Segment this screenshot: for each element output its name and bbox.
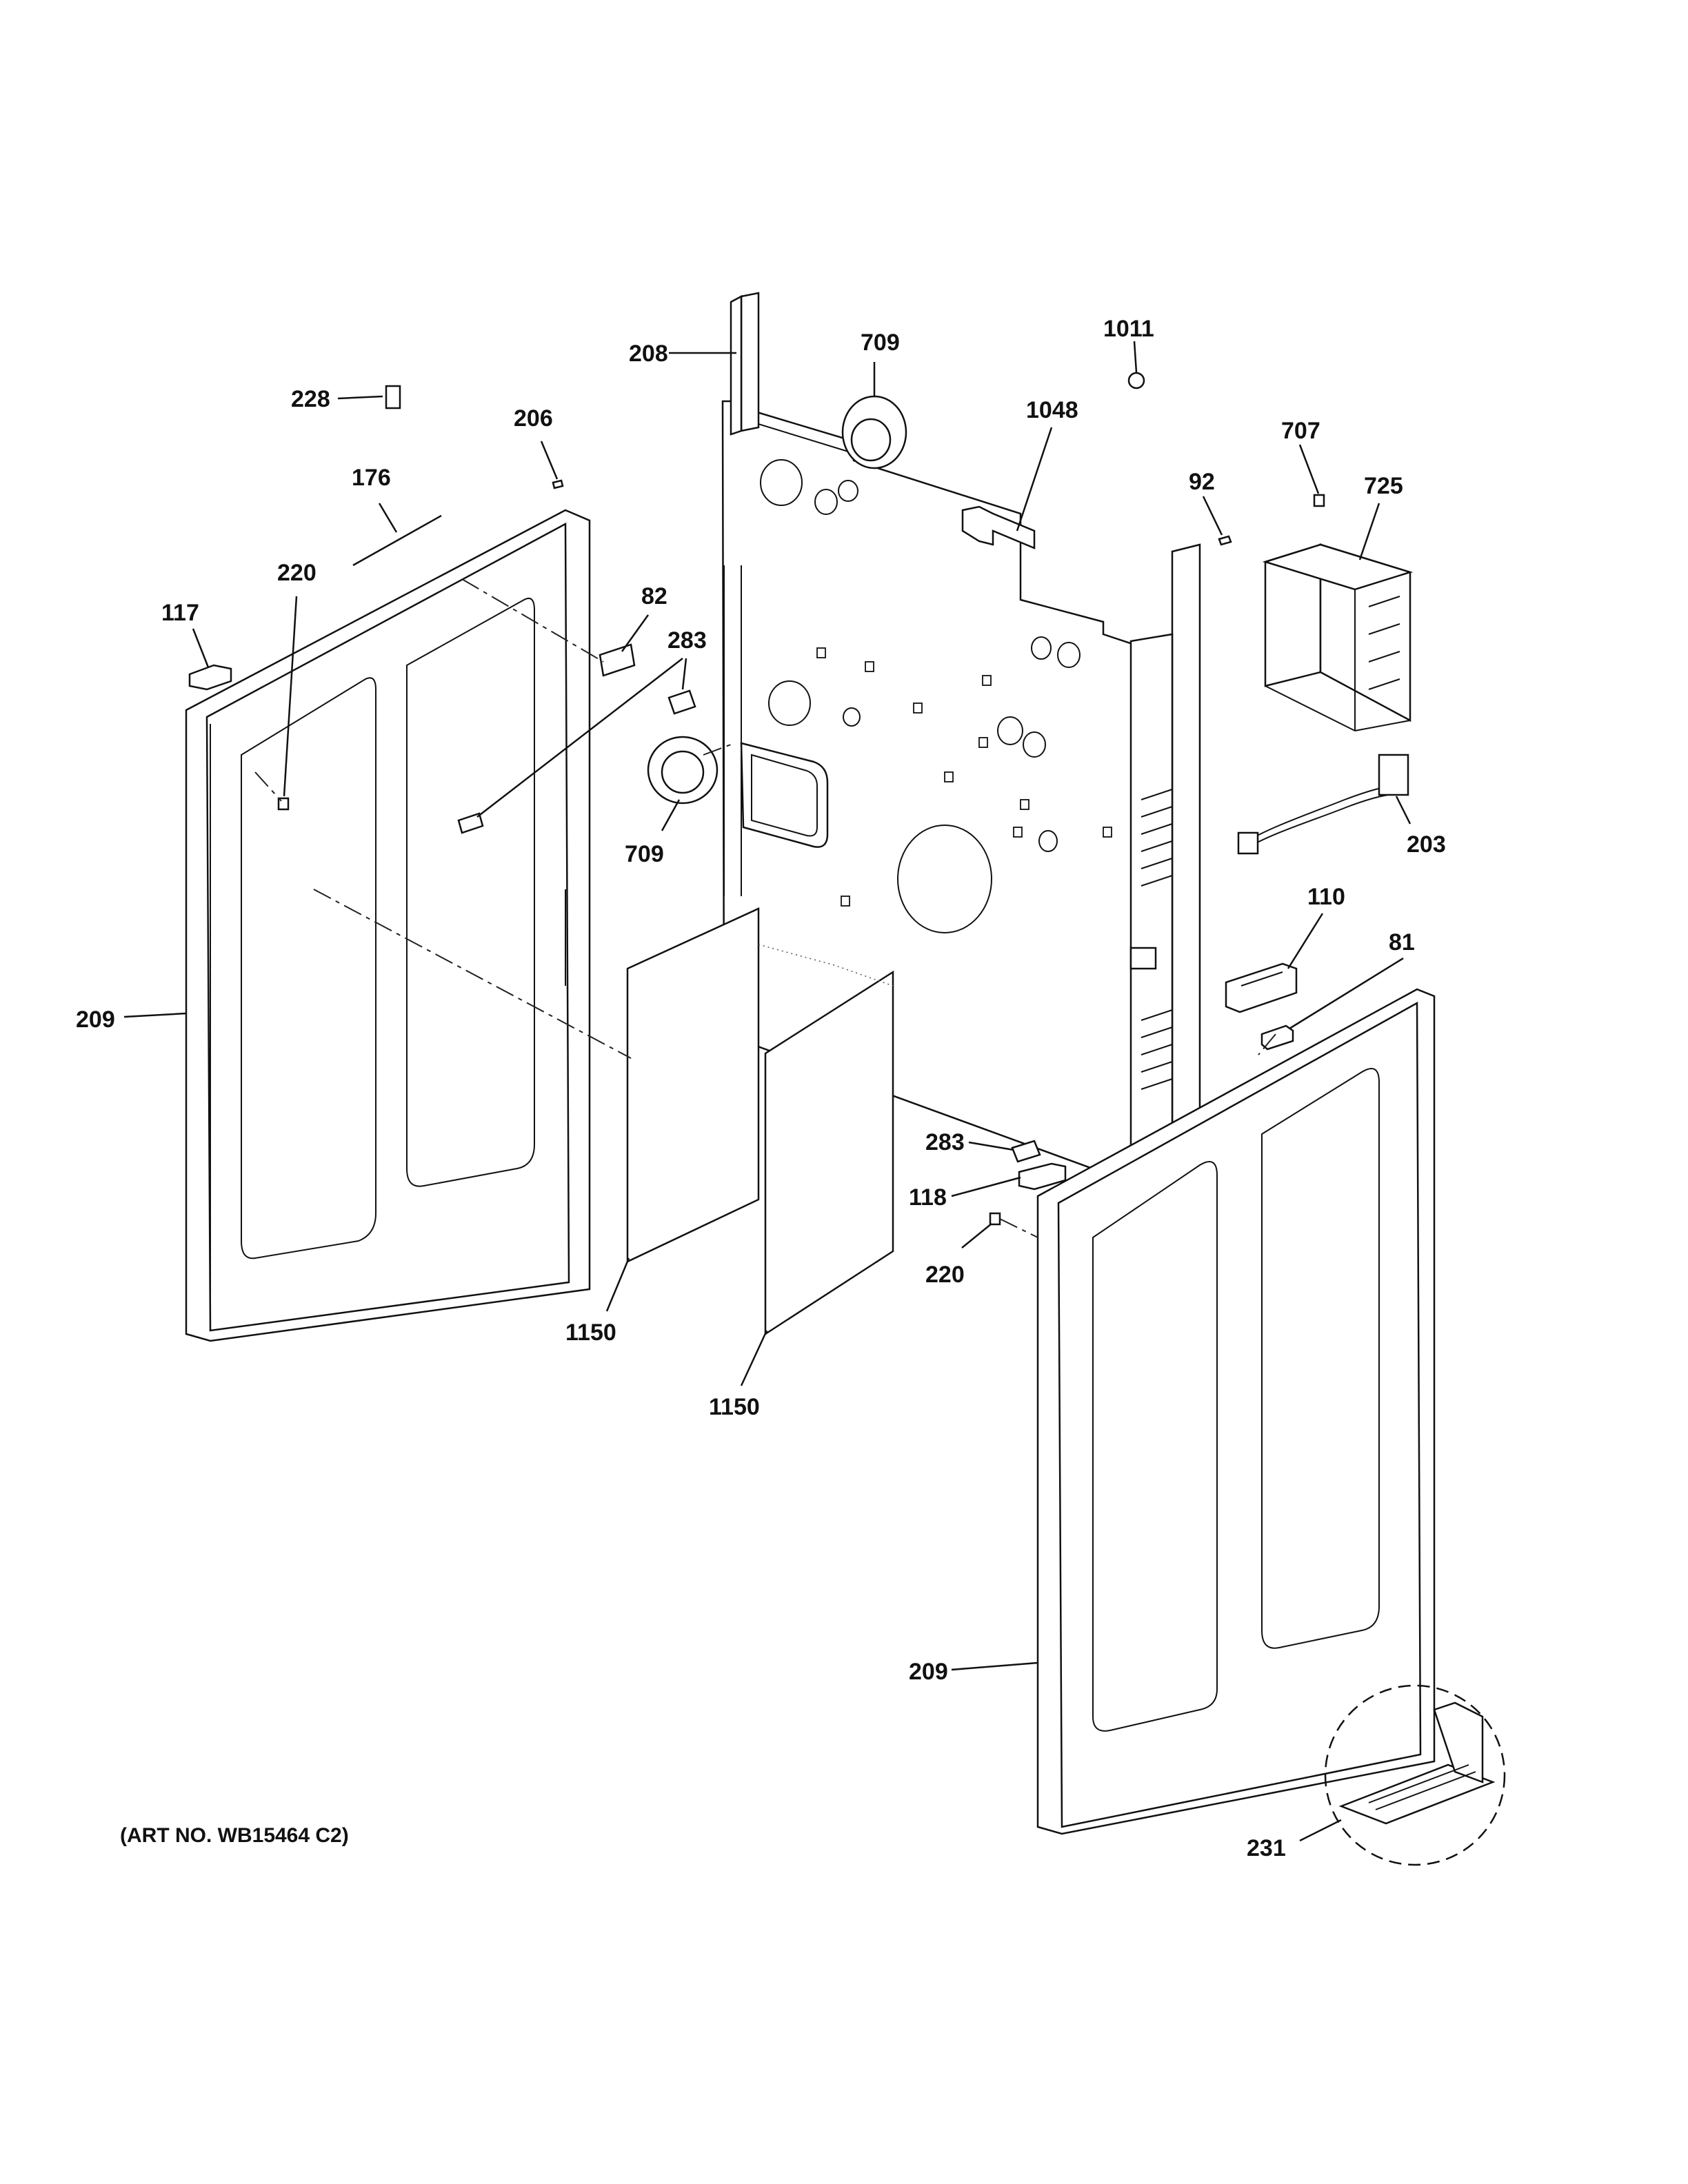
- part-220-nut-right: [989, 1212, 1001, 1226]
- callout-92: 92: [1189, 469, 1215, 495]
- callout-209-right: 209: [909, 1659, 948, 1685]
- callout-725: 725: [1364, 473, 1403, 499]
- callout-labels: 208 709 1011 228 206 1048 707 92 725 176…: [76, 316, 1446, 1861]
- callout-1011: 1011: [1103, 316, 1154, 342]
- back-panel: [721, 400, 1201, 1173]
- right-louvers: [1141, 789, 1173, 1090]
- part-92-screw: [1218, 535, 1232, 546]
- callout-206: 206: [514, 405, 553, 432]
- part-1048-bracket: [961, 505, 1036, 549]
- callout-110: 110: [1307, 884, 1345, 910]
- part-176-rod: [352, 514, 442, 567]
- callout-709-lower: 709: [625, 841, 664, 867]
- part-118-hinge: [1018, 1162, 1067, 1191]
- callout-709-upper: 709: [861, 330, 900, 356]
- part-283-clip-b: [457, 812, 484, 834]
- part-725-cage: [1262, 543, 1414, 731]
- callout-1150-a: 1150: [565, 1320, 616, 1346]
- part-709-lower: [647, 736, 719, 805]
- callout-81: 81: [1389, 929, 1415, 956]
- callout-208: 208: [629, 341, 668, 367]
- callout-118: 118: [909, 1184, 947, 1211]
- callout-220-lower: 220: [925, 1262, 965, 1288]
- part-707-nut: [1313, 494, 1325, 507]
- callout-283-upper: 283: [667, 627, 707, 654]
- callout-117: 117: [161, 600, 199, 626]
- part-283-clip-c: [1011, 1140, 1041, 1163]
- callout-228: 228: [291, 386, 330, 412]
- alignment-lines: [254, 578, 1276, 1238]
- leader-lines: [123, 341, 1411, 1842]
- callout-220-upper: 220: [277, 560, 316, 586]
- callout-1150-b: 1150: [709, 1394, 760, 1420]
- part-82-bracket: [599, 643, 636, 677]
- part-117-hinge: [188, 664, 232, 691]
- callout-203: 203: [1407, 831, 1446, 858]
- art-number: (ART NO. WB15464 C2): [120, 1824, 349, 1847]
- part-1150-pad-a: [626, 907, 760, 1263]
- callout-176: 176: [352, 465, 391, 491]
- part-206-screw: [552, 479, 564, 489]
- part-709-upper: [841, 395, 907, 469]
- callout-707: 707: [1281, 418, 1320, 444]
- callout-231: 231: [1247, 1835, 1286, 1861]
- part-1011-nut: [1127, 372, 1145, 390]
- part-209-right-side-panel: [1036, 988, 1436, 1835]
- part-110-block: [1225, 962, 1298, 1013]
- part-81-clip: [1260, 1024, 1294, 1051]
- part-209-left-side-panel: [185, 509, 591, 1342]
- part-203-harness: [1237, 754, 1409, 855]
- callout-209-left: 209: [76, 1007, 115, 1033]
- part-283-clip-a: [667, 689, 696, 715]
- left-louvers: [723, 565, 742, 896]
- part-228-clip: [385, 385, 401, 410]
- callout-1048: 1048: [1026, 397, 1078, 423]
- callout-283-lower: 283: [925, 1129, 965, 1155]
- part-1150-pad-b: [764, 970, 894, 1336]
- part-208-channel: [730, 292, 760, 436]
- callout-82: 82: [641, 583, 667, 609]
- part-231-detail: [1324, 1684, 1506, 1866]
